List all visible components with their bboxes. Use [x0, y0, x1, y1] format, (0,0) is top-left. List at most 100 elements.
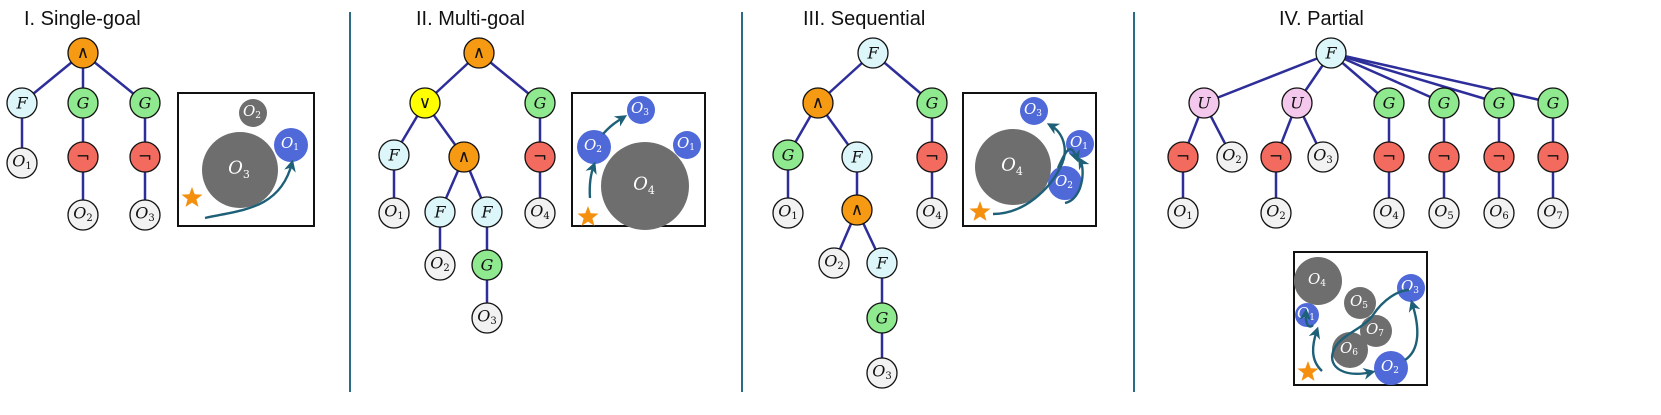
tree-node-label: ¬: [1546, 147, 1560, 167]
tree-node-globally: G: [916, 87, 948, 119]
tree-node-label: ¬: [1437, 147, 1451, 167]
goal-object-circle: [1020, 97, 1048, 125]
tree-node-circle: [1537, 197, 1569, 229]
tree-node-label: F: [1324, 44, 1337, 63]
tree-node-prop: O3: [1307, 141, 1339, 173]
tree-node-circle: [1428, 197, 1460, 229]
tree-node-prop: O2: [1260, 197, 1292, 229]
trajectory-path: [1056, 147, 1080, 169]
tree-node-label: F: [387, 146, 400, 165]
tree-node-prop: O4: [524, 197, 556, 229]
tree-node-globally: G: [866, 302, 898, 334]
panel-title-sequential: III. Sequential: [803, 8, 926, 30]
tree-node-not: ¬: [1260, 141, 1292, 173]
tree-node-label: ¬: [1382, 147, 1396, 167]
tree-node-not: ¬: [524, 141, 556, 173]
tree-node-globally: G: [1428, 87, 1460, 119]
start-star-icon: [181, 187, 203, 207]
scene-object-goal: O1: [673, 131, 701, 159]
tree-node-prop: O6: [1483, 197, 1515, 229]
tree-node-or: ∨: [409, 87, 441, 119]
tree-node-prop: O7: [1537, 197, 1569, 229]
tree-node-circle: [67, 141, 99, 173]
tree-node-circle: [1483, 141, 1515, 173]
tree-node-and: ∧: [448, 141, 480, 173]
tree-node-and: ∧: [67, 37, 99, 69]
obstacle-circle: [1360, 315, 1392, 347]
tree-node-not: ¬: [1537, 141, 1569, 173]
tree-node-circle: [129, 141, 161, 173]
tree-node-circle: [916, 87, 948, 119]
tree-node-circle: [1428, 141, 1460, 173]
tree-node-not: ¬: [916, 141, 948, 173]
tree-node-prop: O1: [1167, 197, 1199, 229]
goal-object-circle: [1397, 274, 1425, 302]
tree-node-circle: [1307, 141, 1339, 173]
tree-node-prop: O5: [1428, 197, 1460, 229]
scene-object-obstacle: O4: [1294, 257, 1342, 305]
tree-node-label: ¬: [76, 147, 90, 167]
tree-node-circle: [424, 196, 456, 228]
tree-node-circle: [841, 194, 873, 226]
tree-node-until: U: [1281, 87, 1313, 119]
tree-node-globally: G: [524, 87, 556, 119]
tree-node-finally: F: [841, 141, 873, 173]
tree-node-circle: [916, 141, 948, 173]
tree-node-circle: [1260, 197, 1292, 229]
tree-node-label: G: [534, 94, 547, 113]
tree-node-label: ∧: [851, 200, 863, 220]
tree-node-and: ∧: [802, 87, 834, 119]
tree-node-label: G: [926, 94, 939, 113]
start-star-icon: [577, 206, 599, 226]
tree-node-circle: [818, 247, 850, 279]
tree-node-not: ¬: [67, 141, 99, 173]
obstacle-circle: [601, 142, 689, 230]
tree-node-prop: O4: [1373, 197, 1405, 229]
tree-node-label: ∨: [419, 93, 431, 113]
tree-node-prop: O2: [1216, 141, 1248, 173]
tree-node-label: ¬: [1492, 147, 1506, 167]
obstacle-circle: [975, 129, 1051, 205]
tree-node-label: ¬: [533, 147, 547, 167]
scene-object-goal: O2: [1374, 351, 1408, 385]
tree-node-prop: O2: [818, 247, 850, 279]
tree-node-finally: F: [424, 196, 456, 228]
tree-node-globally: G: [67, 87, 99, 119]
tree-node-label: ¬: [1176, 147, 1190, 167]
tree-node-label: G: [1438, 94, 1451, 113]
panel-dividers: [349, 12, 1135, 392]
tree-node-circle: [6, 87, 38, 119]
tree-node-circle: [1260, 141, 1292, 173]
tree-node-label: ∧: [812, 93, 824, 113]
tree-node-label: F: [866, 44, 879, 63]
tree-node-finally: F: [6, 87, 38, 119]
trajectory-path: [204, 159, 296, 220]
tree-node-circle: [1537, 87, 1569, 119]
tree-node-circle: [1373, 197, 1405, 229]
tree-node-circle: [471, 249, 503, 281]
tree-node-prop: O3: [866, 357, 898, 389]
scene-object-goal: O3: [1020, 97, 1048, 125]
tree-edge: [1330, 51, 1554, 105]
tree-node-label: ¬: [1269, 147, 1283, 167]
tree-edge: [1203, 51, 1332, 105]
tree-node-circle: [1373, 141, 1405, 173]
tree-node-not: ¬: [1167, 141, 1199, 173]
tree-node-label: G: [1383, 94, 1396, 113]
tree-node-circle: [866, 247, 898, 279]
tree-node-globally: G: [772, 139, 804, 171]
tree-node-label: U: [1197, 94, 1211, 113]
panel-title-multi-goal: II. Multi-goal: [416, 8, 525, 30]
tree-node-until: U: [1188, 87, 1220, 119]
tree-node-circle: [1167, 141, 1199, 173]
trajectory-path: [1064, 156, 1090, 205]
trajectory-path: [992, 123, 1066, 216]
tree-node-prop: O1: [378, 197, 410, 229]
tree-node-globally: G: [129, 87, 161, 119]
tree-node-circle: [524, 141, 556, 173]
tree-node-label: F: [433, 203, 446, 222]
